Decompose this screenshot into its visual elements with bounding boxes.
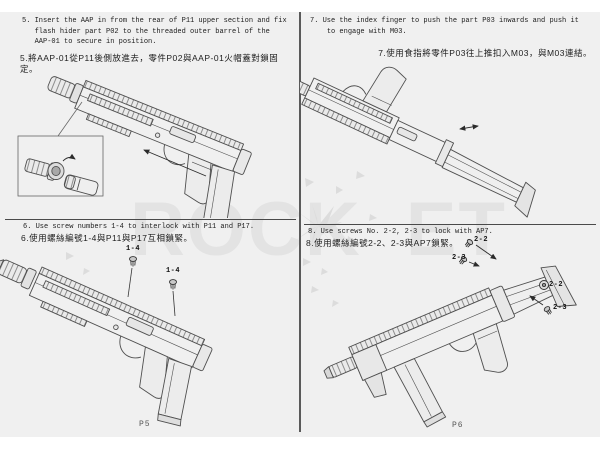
- step6-instruction-zh: 6.使用螺絲編號1-4與P11與P17互相鎖緊。: [21, 233, 193, 243]
- right-horizontal-divider: [304, 224, 596, 225]
- watermark-text-rock: ROCK: [130, 187, 362, 272]
- left-horizontal-divider: [5, 219, 296, 220]
- step5-instruction-en: 5. Insert the AAP in from the rear of P1…: [22, 17, 287, 46]
- step5-instruction-zh: 5.將AAP-01從P11後側放進去，零件P02與AAP-01火帽蓋對鎖固定。: [20, 53, 279, 74]
- vertical-panel-divider: [299, 12, 301, 432]
- page-number-left: P5: [139, 420, 151, 429]
- screw-callout-label: 1-4: [165, 267, 181, 275]
- screw-callout-label: 2-3: [451, 254, 467, 262]
- page-number-right: P6: [452, 421, 464, 430]
- step7-instruction-en: 7. Use the index finger to push the part…: [310, 17, 579, 36]
- screw-icon: [129, 256, 177, 290]
- step8-instruction-zh: 8.使用螺絲編號2-2、2-3與AP7鎖緊。: [306, 238, 459, 248]
- illustration-step6: [0, 256, 213, 427]
- screw-callout-label: 2-2: [548, 281, 564, 289]
- illustration-step8: [323, 239, 577, 428]
- watermark-text-et: ET: [405, 187, 507, 272]
- step7-instruction-zh: 7.使用食指將零件P03往上推扣入M03，與M03連結。: [378, 48, 592, 58]
- step8-instruction-en: 8. Use screws No. 2-2, 2-3 to lock with …: [308, 228, 493, 236]
- screw-callout-label: 1-4: [125, 245, 141, 253]
- illustration-step5: [17, 76, 252, 218]
- screw-callout-label: 2-2: [473, 236, 489, 244]
- step6-instruction-en: 6. Use screw numbers 1-4 to interlock wi…: [23, 223, 255, 231]
- illustration-step7: [300, 66, 536, 218]
- inset-detail-box: [17, 135, 104, 197]
- screw-callout-label: 2-3: [552, 304, 568, 312]
- rocket-watermark: ROCK ET: [130, 192, 507, 268]
- screw-icon: [458, 239, 552, 315]
